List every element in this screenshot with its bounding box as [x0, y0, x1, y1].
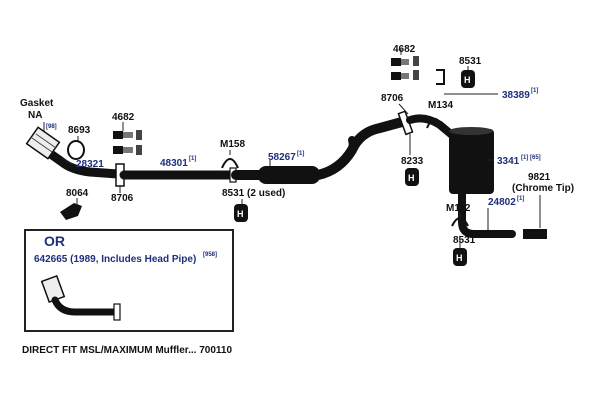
label-8693: 8693 [68, 125, 91, 136]
ref-1-d: [1] [517, 196, 524, 202]
label-48301: 48301 [160, 158, 188, 169]
ref-98: [98] [46, 124, 57, 130]
label-24802: 24802 [488, 197, 516, 208]
label-8531-bottom: 8531 [453, 235, 476, 246]
head-pipe-642665-icon [40, 274, 121, 321]
svg-text:H: H [464, 75, 471, 85]
muffler-inlet-pipe [406, 114, 456, 139]
chrome-tip-9821 [523, 229, 547, 239]
catalytic-converter [25, 126, 61, 160]
label-58267: 58267 [268, 152, 296, 163]
svg-text:H: H [237, 209, 244, 219]
head-pipe-section [30, 138, 123, 179]
label-4682-left: 4682 [112, 112, 135, 123]
label-8531-2-used: 8531 (2 used) [222, 188, 285, 199]
hanger-8531-bottom-icon: H [453, 248, 467, 266]
label-chrome-tip: (Chrome Tip) [512, 183, 574, 194]
label-38389: 38389 [502, 90, 530, 101]
hanger-8531-top-icon: H [461, 70, 475, 88]
label-gasket: Gasket [20, 98, 54, 109]
label-4682-right: 4682 [393, 44, 416, 55]
hanger-8531-icon: H [234, 204, 248, 222]
hanger-8233-icon: H [405, 168, 419, 186]
or-box-contents: OR 642665 (1989, Includes Head Pipe) [95… [34, 233, 217, 321]
converter-ribs [31, 133, 57, 153]
ref-1-b: [1] [297, 151, 304, 157]
label-9821: 9821 [528, 172, 551, 183]
svg-text:H: H [456, 253, 463, 263]
part-labels: Gasket NA [98] 8693 4682 28321 8064 8706… [20, 44, 574, 246]
tailpipe-24802 [458, 190, 516, 238]
bracket-38389-icon [436, 69, 445, 85]
label-8064: 8064 [66, 188, 89, 199]
svg-text:H: H [408, 173, 415, 183]
pipe-kink [341, 136, 357, 164]
leader-lines [43, 49, 541, 248]
bracket-8064-icon [60, 203, 82, 220]
label-8233: 8233 [401, 156, 424, 167]
bolt-kit-4682-right-icon [391, 56, 419, 80]
label-8706-left: 8706 [111, 193, 134, 204]
ref-1-a: [1] [189, 156, 196, 162]
exhaust-pipe-assembly [25, 110, 547, 239]
ref-1-65: [1] [65] [521, 155, 541, 161]
hardware: H H H H [60, 56, 475, 266]
label-28321: 28321 [76, 159, 104, 170]
ref-1-c: [1] [531, 88, 538, 94]
muffler-3341 [449, 129, 494, 194]
label-na: NA [28, 110, 42, 121]
label-m158: M158 [220, 139, 245, 150]
label-8531-top: 8531 [459, 56, 482, 67]
clamp-m158-icon [221, 158, 239, 169]
resonator-58267 [258, 166, 320, 184]
clamp-m134-icon [426, 118, 444, 129]
label-8706-right: 8706 [381, 93, 404, 104]
gasket-8693-icon [67, 140, 85, 160]
diagram-caption: DIRECT FIT MSL/MAXIMUM Muffler... 700110 [22, 345, 233, 356]
or-heading: OR [44, 233, 65, 249]
ref-958: [958] [203, 252, 217, 258]
label-m112: M112 [446, 203, 471, 214]
or-part-label: 642665 (1989, Includes Head Pipe) [34, 254, 196, 265]
muffler-end [449, 127, 493, 135]
bolt-kit-4682-icon [113, 130, 142, 155]
label-m134: M134 [428, 100, 453, 111]
label-3341: 3341 [497, 156, 520, 167]
or-alternative-box [24, 229, 234, 332]
over-axle-pipe [313, 117, 407, 180]
